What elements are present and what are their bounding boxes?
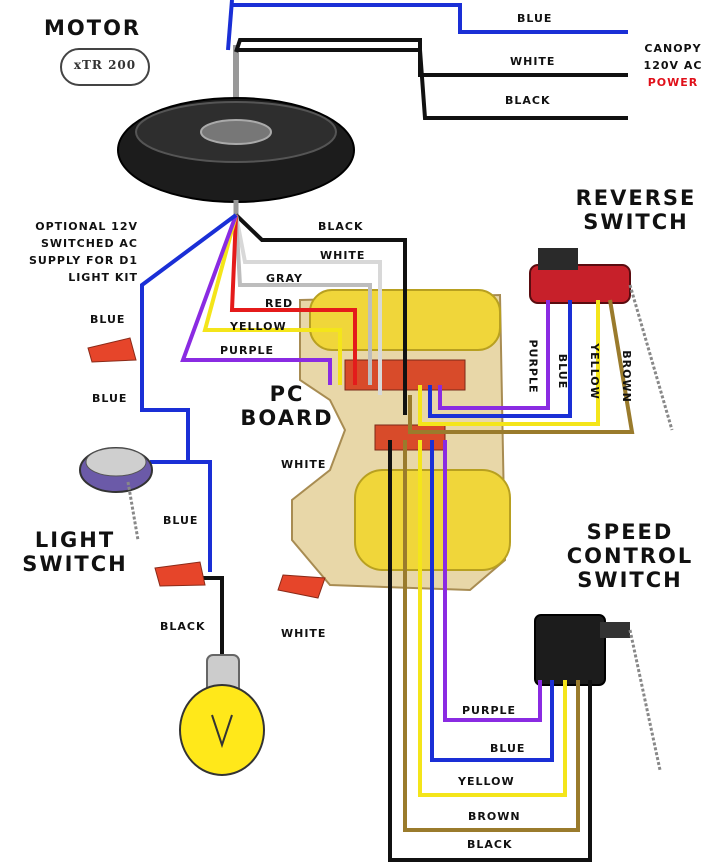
optional-line2: SWITCHED AC	[41, 237, 138, 250]
wire-nut-3	[277, 574, 326, 599]
reverse-title-line1: REVERSE	[575, 186, 697, 210]
label-speed-purple: PURPLE	[462, 704, 517, 717]
canopy-line1: CANOPY	[644, 42, 702, 55]
speed-title-line2: CONTROL	[566, 544, 694, 568]
label-speed-yellow: YELLOW	[458, 775, 515, 788]
light-switch-title: LIGHT SWITCH	[0, 528, 150, 576]
optional-supply-note: OPTIONAL 12V SWITCHED AC SUPPLY FOR D1 L…	[8, 218, 138, 286]
label-left-blue-2: BLUE	[92, 392, 128, 405]
label-lower-white: WHITE	[281, 627, 327, 640]
wire-nut-1	[87, 337, 137, 363]
label-light-black: BLACK	[160, 620, 206, 633]
pc-title-line2: BOARD	[240, 406, 334, 430]
label-board-gray: GRAY	[266, 272, 303, 285]
label-board-yellow: YELLOW	[230, 320, 287, 333]
label-speed-blue: BLUE	[490, 742, 526, 755]
optional-line3: SUPPLY FOR D1	[28, 254, 138, 267]
light-title-line2: SWITCH	[22, 552, 128, 576]
reverse-switch-device	[529, 248, 674, 431]
label-board-red: RED	[265, 297, 294, 310]
canopy-note: CANOPY 120V AC POWER	[630, 40, 716, 91]
label-board-purple: PURPLE	[220, 344, 275, 357]
label-left-blue-3: BLUE	[163, 514, 199, 527]
speed-title-line1: SPEED	[586, 520, 674, 544]
pc-title-line1: PC	[269, 382, 305, 406]
speed-control-title: SPEED CONTROL SWITCH	[550, 520, 710, 592]
light-bulb	[179, 654, 265, 776]
label-speed-black: BLACK	[467, 838, 513, 851]
xtr-logo: xTR 200	[60, 48, 150, 86]
pc-board	[291, 289, 511, 592]
canopy-power: POWER	[647, 76, 699, 89]
reverse-title-line2: SWITCH	[583, 210, 689, 234]
optional-line4: LIGHT KIT	[68, 271, 138, 284]
label-reverse-blue: BLUE	[556, 353, 570, 390]
label-board-white: WHITE	[320, 249, 366, 262]
label-speed-brown: BROWN	[468, 810, 521, 823]
label-canopy-black: BLACK	[505, 94, 551, 107]
speed-title-line3: SWITCH	[577, 568, 683, 592]
label-pc-white: WHITE	[281, 458, 327, 471]
pc-board-title: PC BOARD	[232, 382, 342, 430]
label-reverse-yellow: YELLOW	[587, 343, 601, 400]
motor-title: MOTOR	[44, 16, 142, 40]
light-title-line1: LIGHT	[34, 528, 116, 552]
label-left-blue-1: BLUE	[90, 313, 126, 326]
label-canopy-blue: BLUE	[517, 12, 553, 25]
label-board-black: BLACK	[318, 220, 364, 233]
optional-line1: OPTIONAL 12V	[35, 220, 138, 233]
label-reverse-brown: BROWN	[619, 350, 633, 403]
label-canopy-white: WHITE	[510, 55, 556, 68]
speed-control-switch-device	[534, 614, 662, 771]
motor	[117, 45, 355, 215]
light-switch-device	[79, 447, 153, 541]
label-reverse-purple: PURPLE	[526, 339, 540, 394]
canopy-line2: 120V AC	[643, 59, 703, 72]
reverse-switch-title: REVERSE SWITCH	[566, 186, 706, 234]
wire-nut-2	[154, 561, 206, 587]
